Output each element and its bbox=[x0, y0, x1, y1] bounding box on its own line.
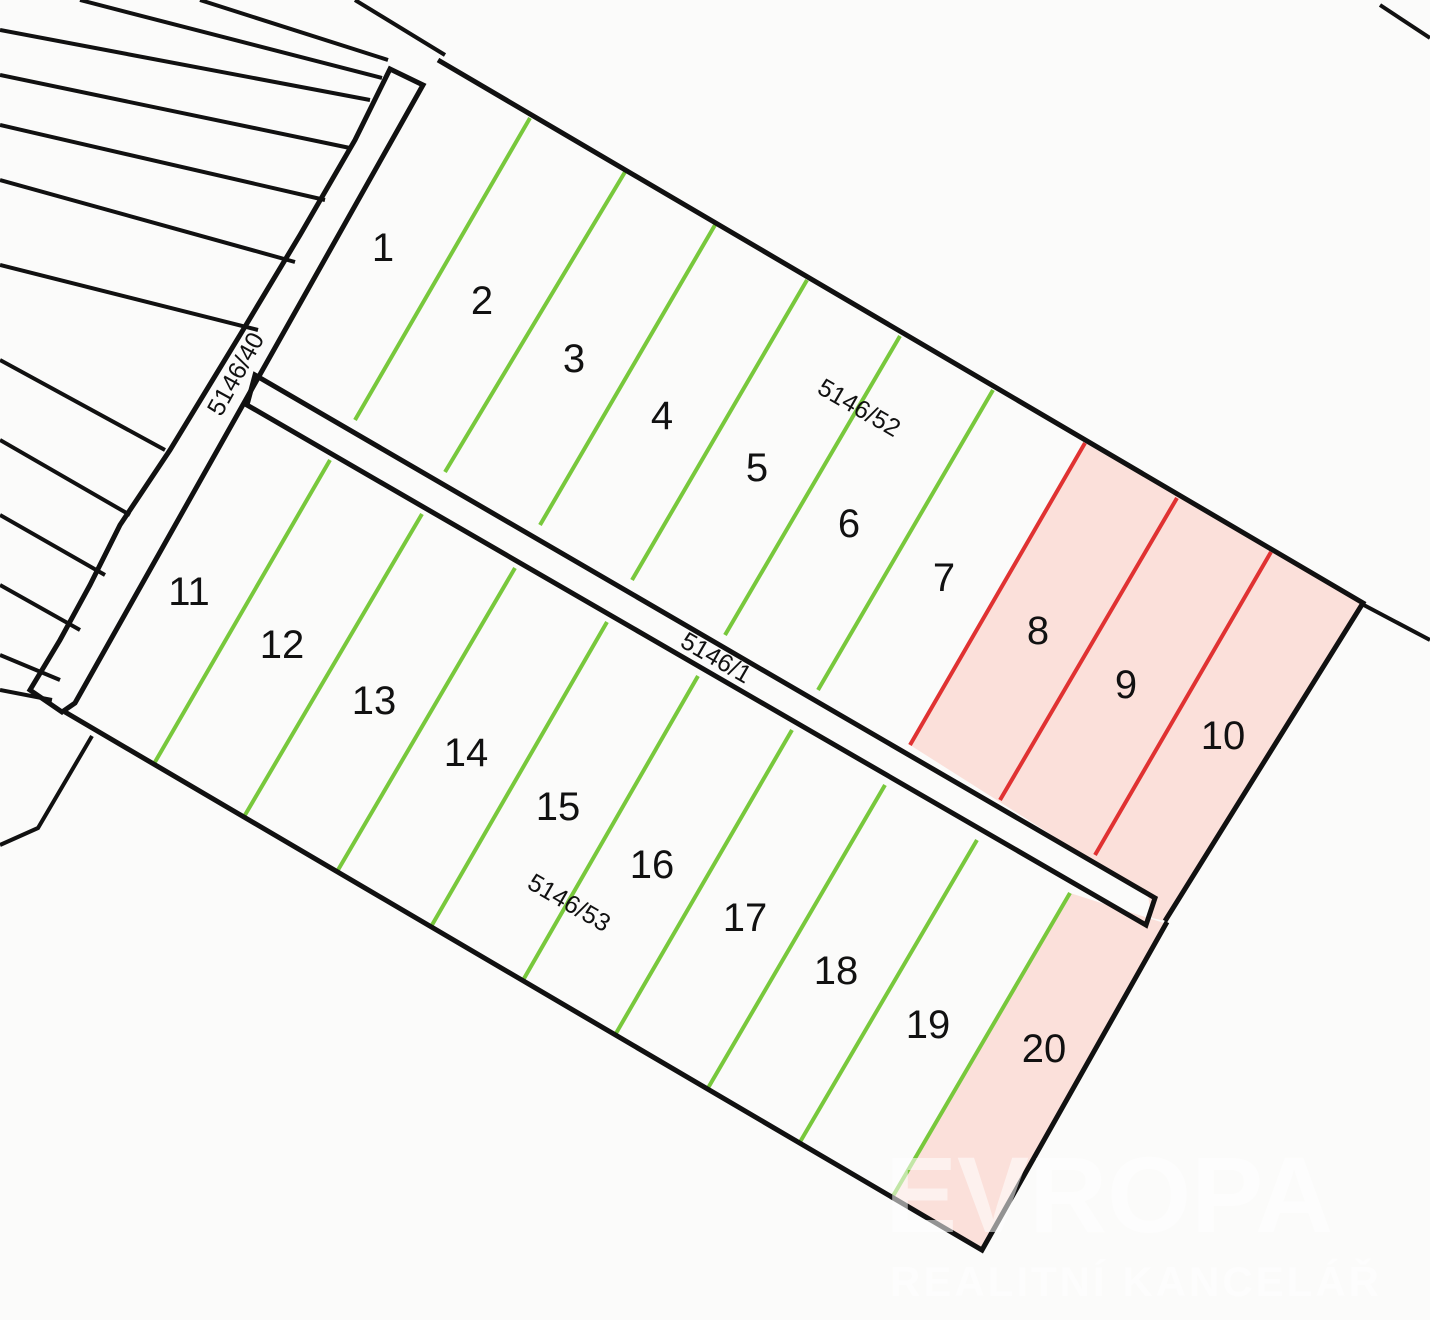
lot-8-label[interactable]: 8 bbox=[1027, 609, 1049, 653]
reserved-lot-fills bbox=[893, 443, 1363, 1247]
block-south-outline bbox=[63, 709, 1170, 1254]
lot-19-label[interactable]: 19 bbox=[906, 1003, 951, 1047]
south-divider-19-20 bbox=[891, 891, 1072, 1198]
north-divider-7-8 bbox=[908, 441, 1087, 747]
north-divider-4-5 bbox=[630, 278, 809, 582]
south-divider-15-16 bbox=[520, 675, 700, 983]
north-divider-9-10 bbox=[1093, 550, 1273, 857]
watermark: EVROPA REALITNÍ KANCELÁŘ bbox=[885, 1134, 1382, 1305]
north-divider-1-2 bbox=[353, 116, 532, 422]
south-divider-11-12 bbox=[153, 458, 332, 764]
road-west-5146-40 bbox=[26, 65, 427, 716]
neighbor-parcels bbox=[0, 0, 1430, 847]
north-divider-6-7 bbox=[816, 388, 995, 692]
north-divider-8-9 bbox=[998, 496, 1179, 802]
lot-4-label[interactable]: 4 bbox=[651, 394, 673, 438]
south-divider-16-17 bbox=[613, 728, 794, 1037]
lot-20-label[interactable]: 20 bbox=[1022, 1027, 1067, 1071]
lot-10-label[interactable]: 10 bbox=[1201, 714, 1246, 758]
north-divider-5-6 bbox=[723, 334, 902, 637]
lot-dividers-north bbox=[353, 116, 1273, 857]
south-divider-14-15 bbox=[430, 620, 609, 927]
lot-9-label[interactable]: 9 bbox=[1115, 663, 1137, 707]
lot-12-label[interactable]: 12 bbox=[260, 623, 305, 667]
lot-2-label[interactable]: 2 bbox=[471, 279, 493, 323]
lot-7-label[interactable]: 7 bbox=[933, 556, 955, 600]
road-middle-5146-1 bbox=[244, 371, 1159, 929]
parcel-boundaries bbox=[26, 57, 1367, 1254]
parcel-id-labels: 5146/40 5146/1 5146/52 5146/53 bbox=[202, 328, 905, 938]
lot-5-label[interactable]: 5 bbox=[746, 446, 768, 490]
lot-18-label[interactable]: 18 bbox=[814, 949, 859, 993]
lot-17-label[interactable]: 17 bbox=[723, 896, 768, 940]
parcel-label-block-south: 5146/53 bbox=[523, 868, 615, 937]
south-divider-18-19 bbox=[798, 838, 979, 1144]
parcel-label-block-north: 5146/52 bbox=[813, 373, 905, 442]
lot-dividers-south bbox=[153, 458, 1072, 1198]
south-divider-17-18 bbox=[706, 783, 887, 1090]
south-divider-12-13 bbox=[243, 512, 424, 817]
lot-16-label[interactable]: 16 bbox=[630, 843, 675, 887]
lot-6-label[interactable]: 6 bbox=[838, 502, 860, 546]
south-divider-13-14 bbox=[336, 566, 517, 872]
lot-14-label[interactable]: 14 bbox=[444, 731, 489, 775]
lot-13-label[interactable]: 13 bbox=[352, 679, 397, 723]
watermark-tagline: REALITNÍ KANCELÁŘ bbox=[890, 1257, 1382, 1305]
lot-1-label[interactable]: 1 bbox=[372, 226, 394, 270]
block-north-outline bbox=[436, 57, 1367, 923]
north-divider-2-3 bbox=[443, 170, 627, 474]
lot-11-label[interactable]: 11 bbox=[168, 570, 210, 614]
watermark-brand: EVROPA bbox=[885, 1134, 1333, 1255]
north-divider-3-4 bbox=[538, 223, 717, 527]
lot-3-label[interactable]: 3 bbox=[563, 337, 585, 381]
lot-15-label[interactable]: 15 bbox=[536, 785, 581, 829]
